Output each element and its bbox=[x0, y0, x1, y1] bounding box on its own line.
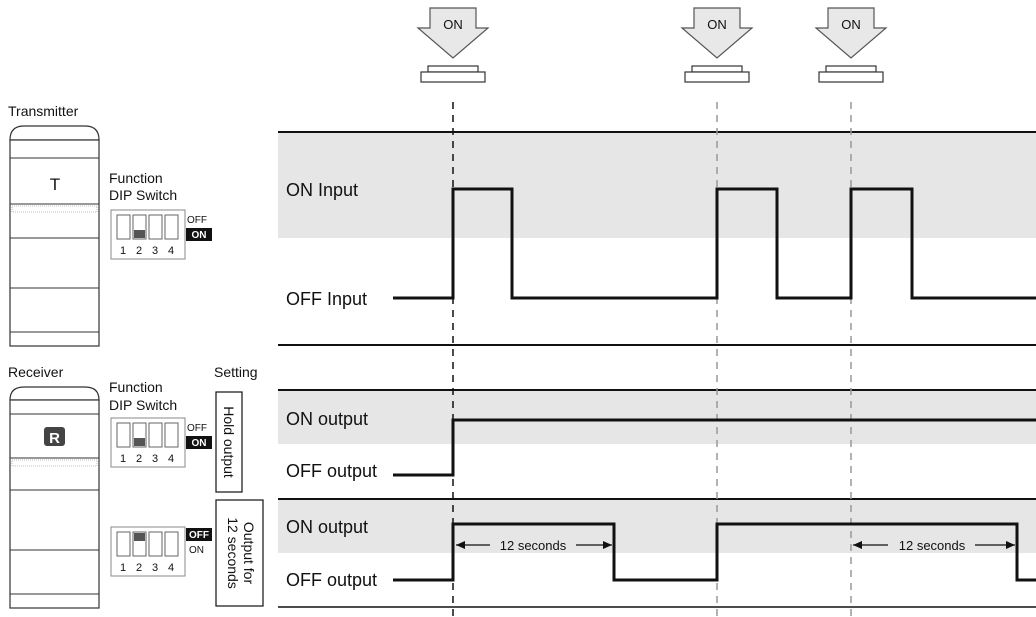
transmitter-dip-number-2: 2 bbox=[136, 245, 142, 257]
receiver-timed-off-label: OFF bbox=[189, 530, 209, 541]
receiver-function-label-1: Function bbox=[109, 379, 163, 395]
press-arrow-3: ON bbox=[814, 7, 888, 83]
timed-setting-text-1: Output for bbox=[241, 522, 257, 585]
timed-on-label: ON output bbox=[286, 517, 368, 537]
press-label-3: ON bbox=[841, 17, 861, 32]
down-arrow-icon bbox=[814, 7, 888, 59]
press-arrow-1: ON bbox=[416, 7, 490, 83]
receiver-setting-label: Setting bbox=[214, 364, 258, 380]
hold-on-band bbox=[278, 390, 1036, 444]
down-arrow-icon bbox=[416, 7, 490, 59]
transmitter-off-label: OFF bbox=[187, 215, 207, 226]
press-arrow-2: ON bbox=[680, 7, 754, 83]
receiver-timed-dip-number-1: 1 bbox=[120, 562, 126, 574]
hold-on-label: ON output bbox=[286, 409, 368, 429]
button-top-icon bbox=[427, 65, 479, 73]
timed-output-waveform bbox=[393, 522, 1036, 582]
receiver-hold-dip-number-3: 3 bbox=[152, 453, 158, 465]
button-base-icon bbox=[684, 71, 750, 83]
button-top-icon bbox=[691, 65, 743, 73]
press-label-2: ON bbox=[707, 17, 727, 32]
duration-arrow-2: 12 seconds bbox=[853, 538, 1015, 553]
receiver-hold-dip-number-2: 2 bbox=[136, 453, 142, 465]
input-waveform bbox=[393, 187, 1036, 300]
receiver-hold-dip-switch bbox=[110, 417, 186, 468]
hold-setting-box bbox=[215, 391, 243, 493]
timed-on-band bbox=[278, 499, 1036, 553]
receiver-hold-on-label: ON bbox=[192, 438, 207, 449]
receiver-hold-dip-number-1: 1 bbox=[120, 453, 126, 465]
transmitter-on-label: ON bbox=[192, 230, 207, 241]
duration-label-1: 12 seconds bbox=[500, 538, 567, 553]
transmitter-letter: T bbox=[50, 175, 60, 194]
section-separators bbox=[278, 131, 1036, 608]
button-base-icon bbox=[420, 71, 486, 83]
down-arrow-icon bbox=[680, 7, 754, 59]
receiver-hold-on-badge bbox=[186, 436, 212, 449]
receiver-timed-dip-number-3: 3 bbox=[152, 562, 158, 574]
receiver-letter: R bbox=[49, 430, 60, 447]
transmitter-dip-number-1: 1 bbox=[120, 245, 126, 257]
transmitter-dip-number-4: 4 bbox=[168, 245, 174, 257]
button-base-icon bbox=[818, 71, 884, 83]
transmitter-title: Transmitter bbox=[8, 103, 79, 119]
transmitter-function-label-2: DIP Switch bbox=[109, 187, 177, 203]
hold-output-waveform bbox=[393, 418, 1036, 477]
hold-setting-text: Hold output bbox=[221, 406, 237, 478]
duration-arrow-1: 12 seconds bbox=[456, 538, 612, 553]
receiver-timed-dip-number-2: 2 bbox=[136, 562, 142, 574]
receiver-timed-on-label: ON bbox=[189, 545, 204, 556]
transmitter-dip-number-3: 3 bbox=[152, 245, 158, 257]
transmitter-tower-icon bbox=[9, 125, 100, 347]
receiver-title: Receiver bbox=[8, 364, 64, 380]
hold-off-label: OFF output bbox=[286, 461, 377, 481]
timed-setting-box bbox=[215, 499, 264, 607]
timed-off-label: OFF output bbox=[286, 570, 377, 590]
receiver-timed-dip-number-4: 4 bbox=[168, 562, 174, 574]
input-off-label: OFF Input bbox=[286, 289, 367, 309]
receiver-hold-off-label: OFF bbox=[187, 423, 207, 434]
timed-setting-text-2: 12 seconds bbox=[225, 517, 241, 589]
button-top-icon bbox=[825, 65, 877, 73]
receiver-timed-off-badge bbox=[186, 528, 212, 541]
receiver-function-label-2: DIP Switch bbox=[109, 397, 177, 413]
receiver-tower-icon bbox=[9, 386, 100, 609]
receiver-hold-dip-number-4: 4 bbox=[168, 453, 174, 465]
input-on-label: ON Input bbox=[286, 180, 358, 200]
transmitter-dip-switch bbox=[110, 209, 186, 260]
transmitter-function-label-1: Function bbox=[109, 170, 163, 186]
duration-label-2: 12 seconds bbox=[899, 538, 966, 553]
transmitter-on-badge bbox=[186, 228, 212, 241]
input-on-band bbox=[278, 132, 1036, 238]
press-label-1: ON bbox=[443, 17, 463, 32]
receiver-timed-dip-switch bbox=[110, 526, 186, 577]
